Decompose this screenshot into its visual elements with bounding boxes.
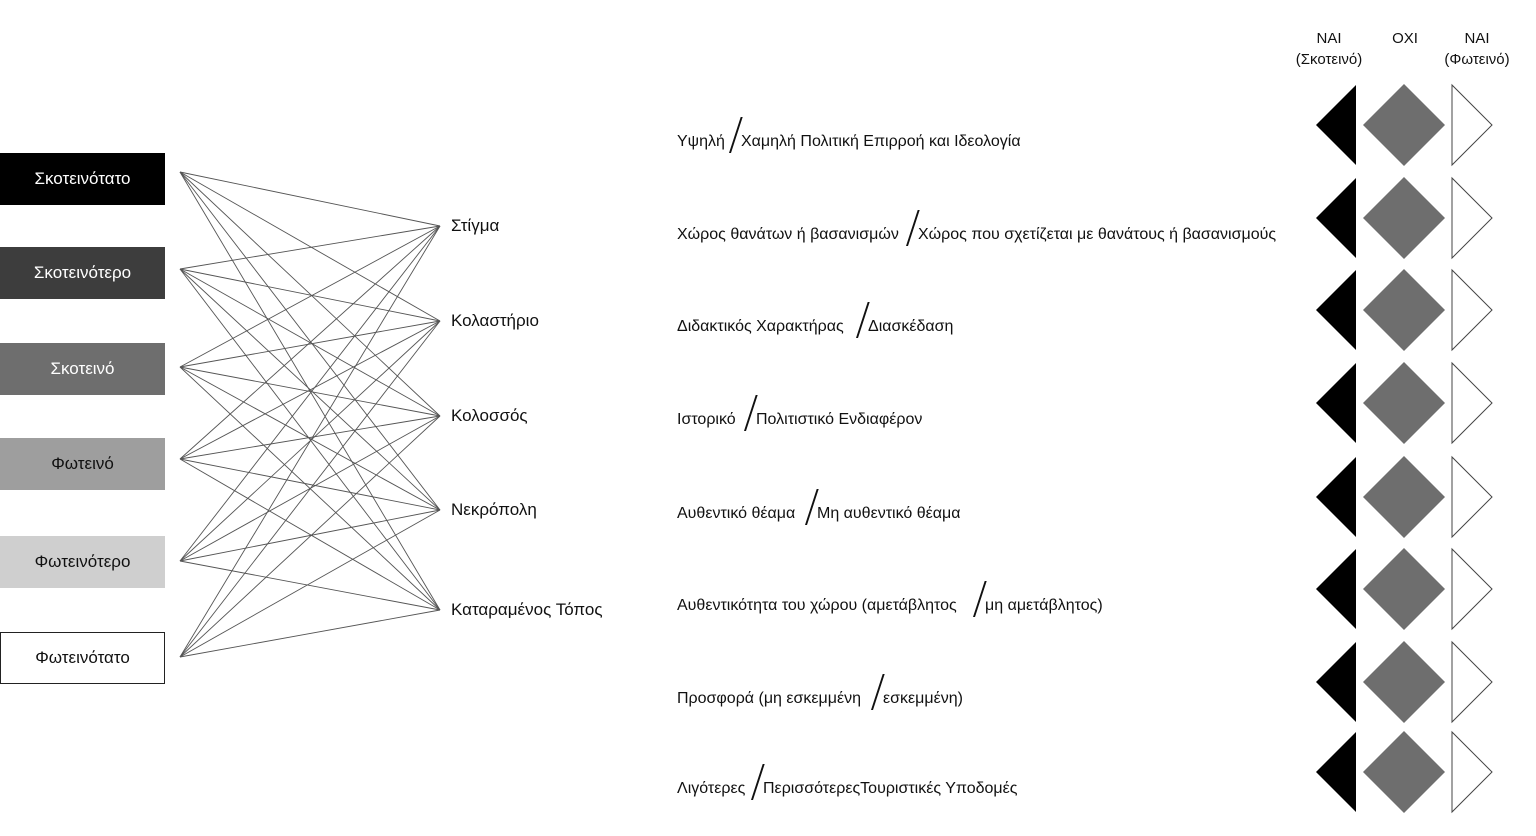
criterion-left: Διδακτικός Χαρακτήρας [677, 318, 844, 335]
connector-line [179, 320, 441, 368]
scale-box: Σκοτεινό [0, 343, 165, 395]
criterion-right: Πολιτιστικό Ενδιαφέρον [756, 411, 923, 428]
place-label: Στίγμα [451, 216, 500, 235]
criterion-row: Λιγότερες ΠερισσότερεςΤουριστικές Υποδομέ… [677, 764, 1317, 800]
header-no: ΟΧΙ [1392, 30, 1418, 47]
connector-line [179, 225, 441, 562]
white-right-triangle-icon [1451, 455, 1493, 539]
criterion-right: εσκεμμένη) [883, 690, 963, 707]
criterion-left: Ιστορικό [677, 411, 736, 428]
place-label: Καταραμένος Τόπος [451, 600, 603, 619]
black-left-triangle-icon [1316, 732, 1356, 812]
black-left-triangle-icon [1316, 270, 1356, 350]
connector-line [179, 171, 441, 417]
criterion-row: Διδακτικός Χαρακτήρας Διασκέδαση [677, 302, 1317, 338]
connector-line [179, 560, 441, 611]
scale-box: Σκοτεινότατο [0, 153, 165, 205]
header-yes-light: ΝΑΙ(Φωτεινό) [1444, 30, 1510, 68]
connector-line [179, 509, 441, 562]
white-right-triangle-icon [1451, 640, 1493, 724]
connector-line [179, 171, 441, 322]
criterion-row: Προσφορά (μη εσκεμμένη εσκεμμένη) [677, 674, 1317, 710]
black-left-triangle-icon [1316, 85, 1356, 165]
connector-line [179, 225, 441, 460]
connector-line [179, 171, 441, 511]
black-left-triangle-icon [1316, 178, 1356, 258]
connector-line [179, 268, 441, 611]
connector-line [179, 225, 441, 368]
connector-line [179, 458, 441, 511]
connector-line [179, 509, 441, 658]
black-left-triangle-icon [1316, 363, 1356, 443]
gray-diamond-icon [1363, 177, 1445, 259]
connector-line [179, 366, 441, 417]
criterion-right: ΠερισσότερεςΤουριστικές Υποδομές [763, 780, 1018, 797]
place-label: Νεκρόπολη [451, 500, 537, 519]
gray-diamond-icon [1363, 731, 1445, 813]
connector-line [179, 458, 441, 611]
connector-line [179, 415, 441, 460]
gray-diamond-icon [1363, 269, 1445, 351]
criterion-row: Αυθεντικότητα του χώρου (αμετάβλητος μη α… [677, 581, 1317, 617]
criterion-right: μη αμετάβλητος) [985, 597, 1103, 614]
white-right-triangle-icon [1451, 83, 1493, 167]
black-left-triangle-icon [1316, 642, 1356, 722]
black-left-triangle-icon [1316, 549, 1356, 629]
connector-line [179, 171, 441, 611]
place-label: Κολαστήριο [451, 311, 539, 330]
scale-box: Φωτεινό [0, 438, 165, 490]
scale-box: Σκοτεινότερο [0, 247, 165, 299]
criterion-left: Προσφορά (μη εσκεμμένη [677, 690, 861, 707]
gray-diamond-icon [1363, 84, 1445, 166]
gray-diamond-icon [1363, 456, 1445, 538]
gray-diamond-icon [1363, 548, 1445, 630]
connector-line [179, 366, 441, 511]
white-right-triangle-icon [1451, 176, 1493, 260]
white-right-triangle-icon [1451, 730, 1493, 814]
connector-line [179, 225, 441, 658]
header-yes-dark: ΝΑΙ(Σκοτεινό) [1295, 30, 1363, 68]
black-left-triangle-icon [1316, 457, 1356, 537]
white-right-triangle-icon [1451, 361, 1493, 445]
connector-line [179, 320, 441, 460]
criterion-left: Αυθεντικότητα του χώρου (αμετάβλητος [677, 597, 957, 614]
place-label: Κολοσσός [451, 406, 528, 425]
criterion-left: Χώρος θανάτων ή βασανισμών [677, 226, 899, 243]
connector-line [179, 415, 441, 658]
connector-line [179, 171, 441, 227]
connector-line [179, 225, 441, 270]
criterion-left: Λιγότερες [677, 780, 746, 797]
criterion-row: Ιστορικό Πολιτιστικό Ενδιαφέρον [677, 395, 1317, 431]
gray-diamond-icon [1363, 362, 1445, 444]
criterion-left: Αυθεντικό θέαμα [677, 505, 796, 522]
criterion-row: Υψηλή Χαμηλή Πολιτική Επιρροή και Ιδεολογ… [677, 117, 1317, 153]
white-right-triangle-icon [1451, 547, 1493, 631]
criterion-right: Μη αυθεντικό θέαμα [817, 505, 961, 522]
connector-line [179, 268, 441, 322]
white-right-triangle-icon [1451, 268, 1493, 352]
criterion-right: Χώρος που σχετίζεται με θανάτους ή βασαν… [918, 226, 1277, 243]
scale-box: Φωτεινότατο [0, 632, 165, 684]
criterion-row: Χώρος θανάτων ή βασανισμών Χώρος που σχετ… [677, 210, 1317, 246]
connector-line [179, 609, 441, 658]
criterion-left: Υψηλή [677, 133, 725, 150]
connector-line [179, 320, 441, 658]
gray-diamond-icon [1363, 641, 1445, 723]
criterion-right: Χαμηλή Πολιτική Επιρροή και Ιδεολογία [741, 133, 1021, 150]
criterion-row: Αυθεντικό θέαμα Μη αυθεντικό θέαμα [677, 489, 1317, 525]
criterion-right: Διασκέδαση [868, 318, 954, 335]
scale-box: Φωτεινότερο [0, 536, 165, 588]
